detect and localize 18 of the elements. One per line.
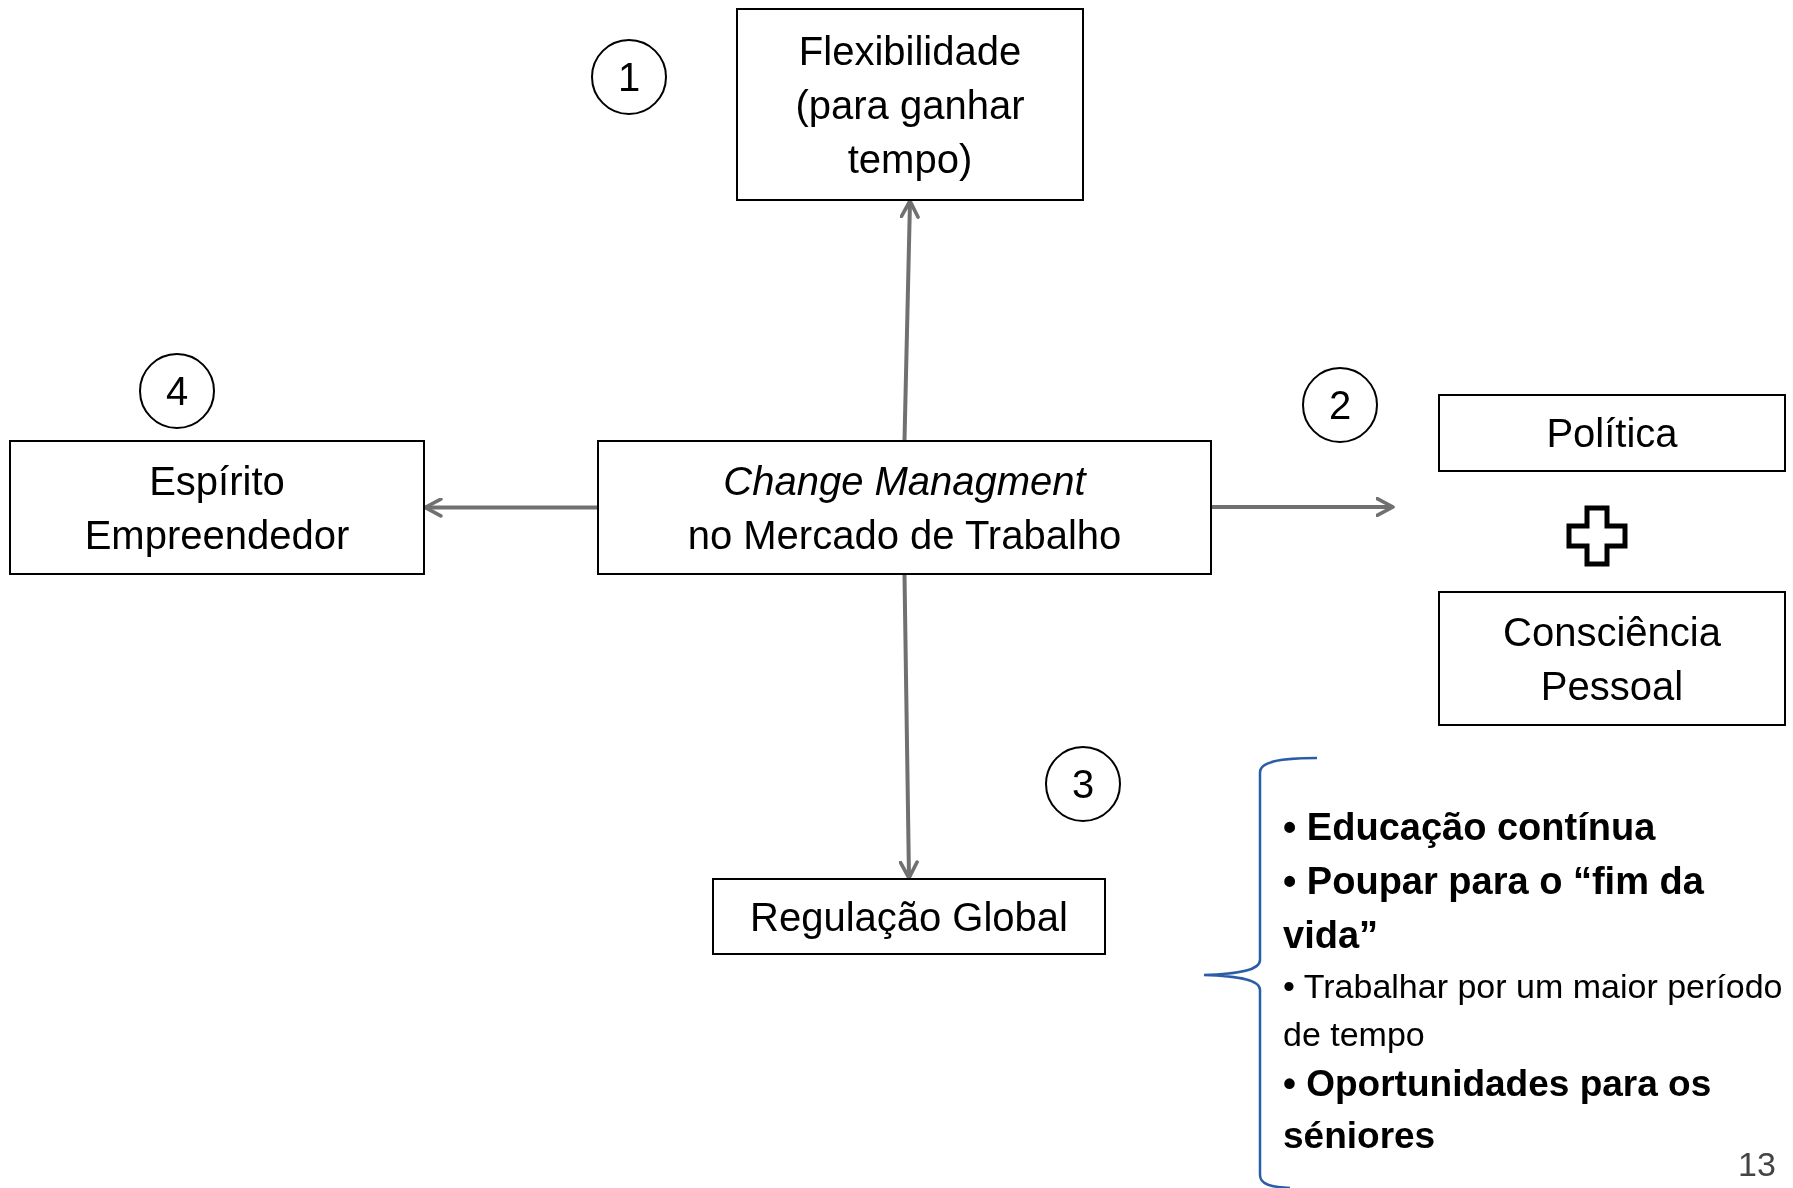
arrow (899, 199, 920, 441)
number-circle: 1 (591, 39, 667, 115)
bullet-item: • Oportunidades para os séniores (1283, 1062, 1713, 1158)
text-box: Change Managment no Mercado de Trabalho (597, 440, 1212, 575)
text-box: Flexibilidade (para ganhar tempo) (736, 8, 1084, 201)
number-circle: 2 (1302, 367, 1378, 443)
bullet-item: • Trabalhar por um maior período de tempo (1283, 966, 1784, 1055)
number-circle: 4 (139, 353, 215, 429)
bullet-item: • Poupar para o “fim da vida” (1283, 859, 1705, 958)
text-box: Consciência Pessoal (1438, 591, 1786, 726)
number-circle: 3 (1045, 746, 1121, 822)
bullet-item: • Educação contínua (1283, 805, 1657, 850)
arrow (898, 574, 919, 880)
text-box: Espírito Empreendedor (9, 440, 425, 575)
text-box: Regulação Global (712, 878, 1106, 955)
page-number: 13 (1738, 1145, 1776, 1184)
arrow (1212, 496, 1395, 518)
text-box: Política (1438, 394, 1786, 472)
